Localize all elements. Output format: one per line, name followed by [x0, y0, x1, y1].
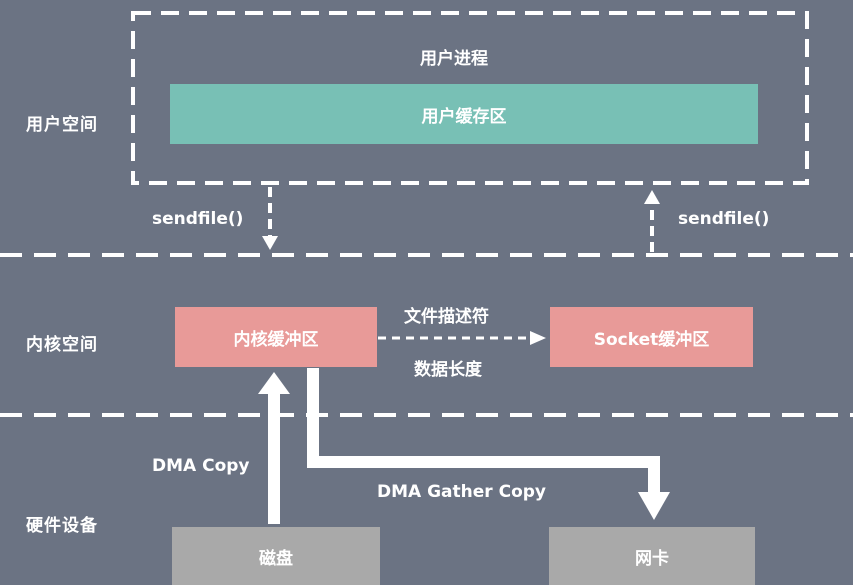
user-buffer-label: 用户缓存区 [421, 106, 507, 127]
socket-buffer-box: Socket缓冲区 [550, 307, 753, 367]
dma-gather-copy-arrowhead [638, 492, 670, 520]
disk-box: 磁盘 [172, 527, 380, 585]
sendfile-up-arrowhead [644, 190, 660, 204]
disk-label: 磁盘 [259, 548, 293, 569]
dma-gather-copy-arrow [307, 368, 660, 494]
kernel-buffer-label: 内核缓冲区 [233, 329, 319, 350]
sendfile-down-arrowhead [262, 236, 278, 250]
transfer-label-data-length: 数据长度 [414, 360, 482, 380]
user-process-boundary [131, 11, 809, 185]
zone-label-user-space: 用户空间 [26, 115, 98, 135]
dma-gather-copy-label: DMA Gather Copy [377, 482, 546, 502]
socket-buffer-label: Socket缓冲区 [593, 329, 710, 350]
user-process-title: 用户进程 [420, 49, 488, 69]
nic-box: 网卡 [549, 527, 755, 585]
fd-transfer-arrowhead [530, 331, 546, 345]
dma-copy-label: DMA Copy [152, 456, 250, 476]
sendfile-label-right: sendfile() [678, 209, 770, 229]
zone-label-hardware: 硬件设备 [26, 516, 98, 536]
zone-label-kernel-space: 内核空间 [26, 335, 98, 355]
transfer-label-file-descriptor: 文件描述符 [404, 307, 489, 327]
nic-label: 网卡 [635, 548, 669, 569]
sendfile-label-left: sendfile() [152, 209, 244, 229]
dma-copy-arrowhead [258, 372, 290, 394]
user-buffer-box: 用户缓存区 [170, 84, 758, 144]
kernel-buffer-box: 内核缓冲区 [175, 307, 377, 367]
